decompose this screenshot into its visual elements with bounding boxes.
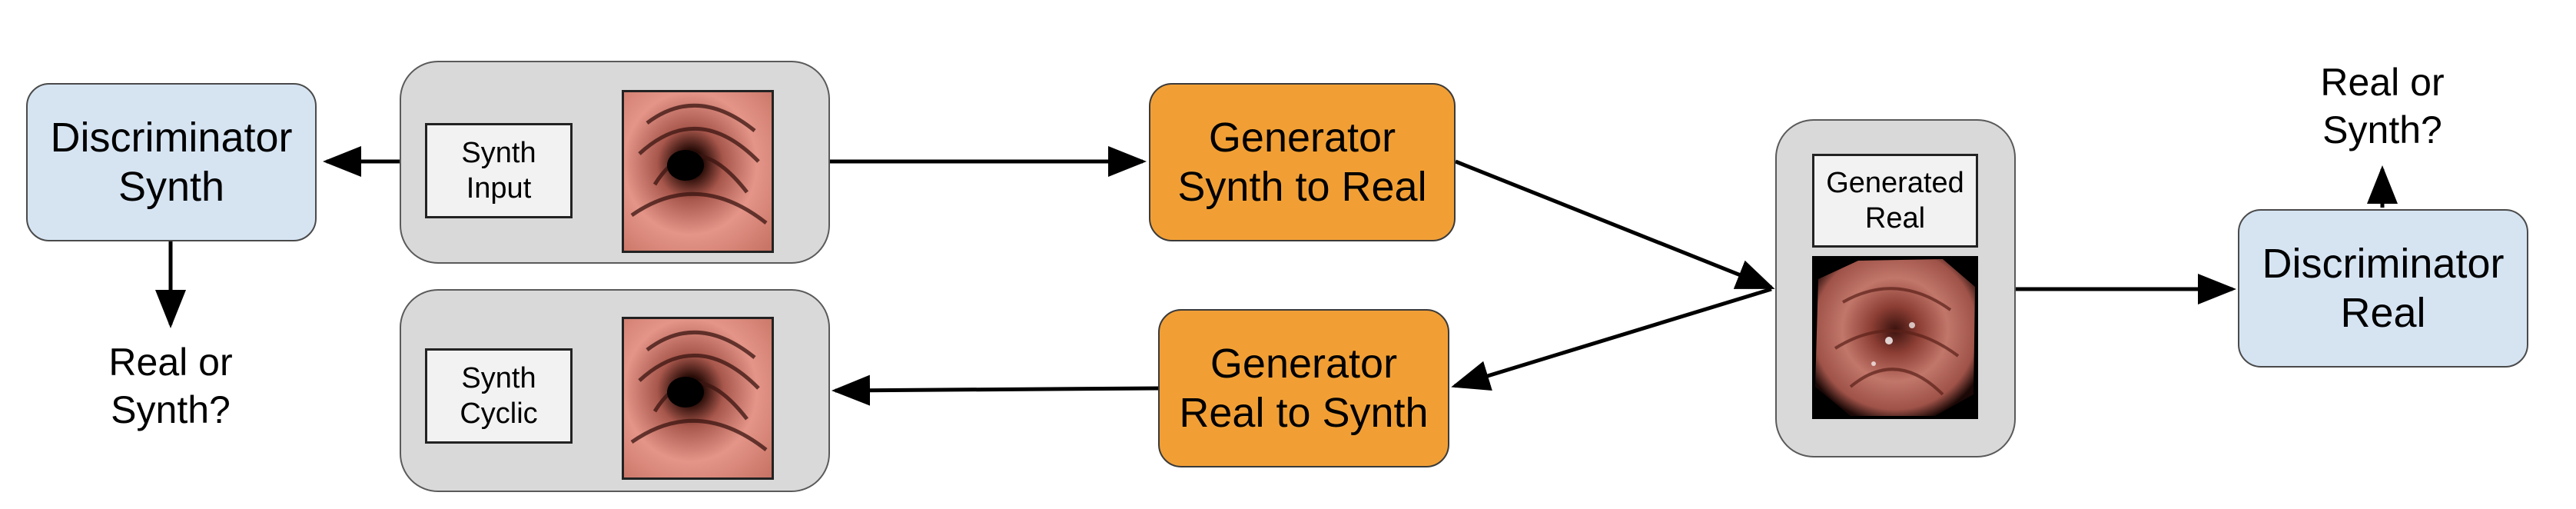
generated-real-panel: Generated Real (1775, 119, 2016, 457)
synth-cyclic-thumbnail (622, 317, 774, 480)
generated-real-label: Generated Real (1812, 154, 1978, 248)
discriminator-real-box: Discriminator Real (2238, 209, 2528, 368)
synth-input-line1: Synth (461, 137, 536, 169)
disc-synth-output-line2: Synth? (111, 388, 231, 431)
discriminator-real-line2: Real (2340, 290, 2426, 336)
arrow-generated-to-gen-r2s (1451, 287, 1772, 391)
generator-real-to-synth-box: Generator Real to Synth (1158, 309, 1449, 467)
synth-input-line2: Input (466, 172, 532, 205)
generator-r2s-line1: Generator (1210, 341, 1398, 387)
synth-cyclic-panel: Synth Cyclic (400, 289, 830, 492)
arrow-gen-s2r-to-generated (1455, 159, 1775, 290)
generator-s2r-line2: Synth to Real (1177, 164, 1427, 210)
disc-synth-output-line1: Real or (108, 341, 233, 384)
discriminator-synth-line1: Discriminator (50, 115, 293, 161)
synth-input-thumbnail (622, 90, 774, 253)
disc-real-output-text: Real or Synth? (2286, 58, 2478, 154)
arrow-gen-r2s-to-cyclic (832, 374, 1159, 406)
disc-real-output-line1: Real or (2320, 61, 2445, 104)
synth-cyclic-line2: Cyclic (460, 398, 538, 430)
generated-real-line2: Real (1864, 202, 1926, 235)
discriminator-synth-box: Discriminator Synth (26, 83, 317, 241)
synth-cyclic-line1: Synth (461, 362, 536, 394)
discriminator-synth-line2: Synth (118, 164, 225, 210)
synth-input-label: Synth Input (425, 123, 573, 218)
generator-s2r-line1: Generator (1208, 115, 1396, 161)
disc-synth-output-text: Real or Synth? (75, 338, 267, 434)
generated-real-thumbnail (1812, 256, 1978, 419)
disc-real-output-line2: Synth? (2322, 108, 2442, 151)
generator-synth-to-real-box: Generator Synth to Real (1149, 83, 1456, 241)
generated-real-line1: Generated (1826, 167, 1964, 199)
generator-r2s-line2: Real to Synth (1179, 390, 1429, 436)
synth-cyclic-label: Synth Cyclic (425, 348, 573, 444)
synth-input-panel: Synth Input (400, 61, 830, 264)
discriminator-real-line1: Discriminator (2262, 241, 2505, 287)
